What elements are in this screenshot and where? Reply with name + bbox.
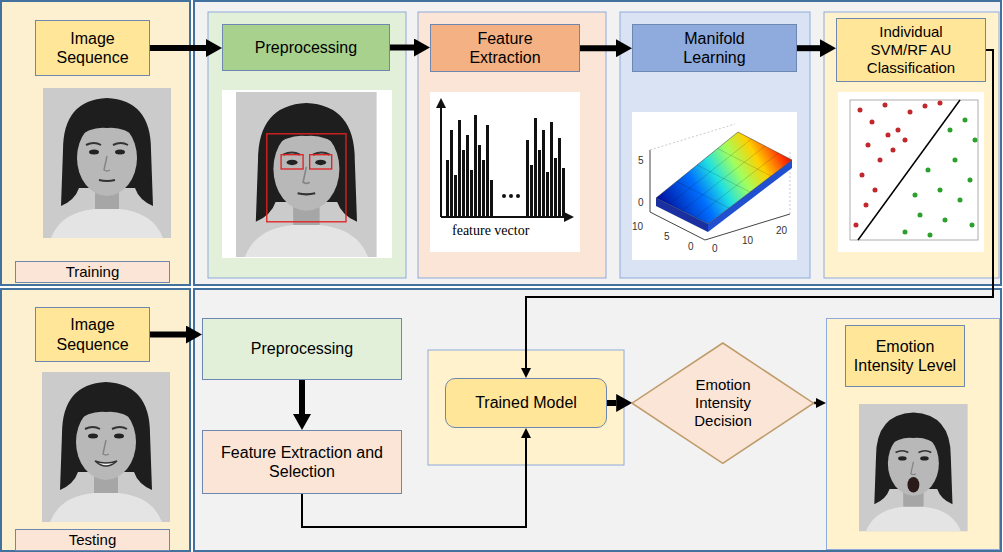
flow-arrow [580, 45, 616, 51]
face-photo [859, 404, 968, 532]
ellipsis-dot [516, 194, 520, 198]
phase-label: Training [15, 261, 170, 283]
face-photo [43, 88, 171, 238]
node-text: Feature Extraction and Selection [212, 443, 392, 481]
heading-box: Emotion Intensity Level [845, 325, 965, 387]
node-text: Preprocessing [251, 339, 353, 358]
face-photo [236, 92, 377, 257]
ellipsis-dot [509, 194, 513, 198]
output-panel: Emotion Intensity Level [826, 318, 1000, 550]
node-text: Image Sequence [43, 29, 143, 67]
face-photo [42, 372, 170, 522]
face-photo [236, 92, 377, 257]
axis-caption: feature vector [452, 224, 529, 238]
axis-arrow [564, 212, 574, 222]
phase-label: Testing [15, 529, 170, 551]
flow-arrow [150, 45, 206, 51]
histogram-axis [440, 106, 442, 217]
image-frame [222, 90, 392, 258]
flow-arrow [390, 45, 414, 51]
scatter-axes [850, 100, 978, 240]
output-panel-fill [826, 318, 1000, 550]
plot-axis [650, 150, 651, 212]
node-text: Manifold Learning [665, 29, 765, 67]
flow-arrow [797, 45, 820, 51]
node-text: Emotion Intensity Decision [683, 376, 763, 430]
tick-number: 10 [742, 236, 753, 246]
input-box: Image Sequence [35, 20, 150, 76]
node-text: Image Sequence [43, 315, 143, 353]
manifold-surface [656, 132, 792, 224]
process-box: Individual SVM/RF AU Classification [836, 18, 986, 82]
surface-mesh [669, 139, 779, 218]
face-mouth [907, 477, 919, 492]
histogram-frame [430, 92, 580, 252]
face-box [267, 134, 346, 222]
face-mouth [298, 193, 316, 194]
axis-arrow [436, 98, 446, 108]
tick-number: 0 [638, 198, 644, 208]
decision-diamond: Emotion Intensity Decision [632, 343, 814, 463]
stage-panel [208, 12, 406, 278]
tick-number: 0 [712, 244, 718, 254]
training-panel [1, 1, 190, 285]
process-box: Feature Extraction [430, 24, 580, 72]
tick-number: 5 [638, 156, 644, 166]
stage-panel [418, 12, 606, 278]
histogram-bars [446, 115, 565, 216]
process-box: Manifold Learning [632, 24, 797, 72]
tick-number: 5 [664, 232, 670, 242]
eye-box [310, 155, 332, 169]
tick-number: 10 [632, 222, 643, 232]
face-mouth [95, 461, 117, 466]
input-box: Image Sequence [35, 307, 150, 362]
flow-arrow [299, 380, 305, 414]
scatter-points [903, 118, 978, 238]
model-box: Trained Model [445, 378, 607, 428]
scatter-points [854, 101, 943, 228]
testing-panel [1, 289, 190, 551]
histogram-axis [441, 216, 566, 218]
training-pipeline-panel [194, 1, 1001, 285]
process-box: Preprocessing [222, 24, 390, 71]
face-photo [859, 404, 968, 532]
decision-boundary [858, 100, 960, 240]
ellipsis-dot [502, 194, 506, 198]
flow-arrow [607, 400, 616, 406]
eye-box [281, 155, 303, 169]
node-text: Feature Extraction [455, 29, 555, 67]
process-box: Feature Extraction and Selection [202, 430, 402, 494]
flow-arrow [150, 332, 186, 338]
flow-arrow [526, 50, 993, 368]
scatter-frame [838, 92, 984, 252]
tick-number: 20 [776, 226, 787, 236]
face-photo [42, 372, 170, 522]
node-text: Testing [69, 531, 117, 549]
diamond-outline [632, 343, 814, 463]
face-mouth [99, 180, 115, 181]
node-text: Individual SVM/RF AU Classification [852, 23, 970, 77]
stage-panel [824, 12, 999, 278]
node-text: Preprocessing [255, 38, 357, 57]
plot-frame [632, 112, 797, 260]
stage-panel [620, 12, 810, 278]
node-text: Training [66, 263, 120, 281]
face-photo [43, 88, 171, 238]
testing-pipeline-panel [194, 289, 1001, 551]
tick-number: 0 [688, 242, 694, 252]
node-text: Trained Model [475, 393, 577, 412]
process-box: Preprocessing [202, 318, 402, 380]
